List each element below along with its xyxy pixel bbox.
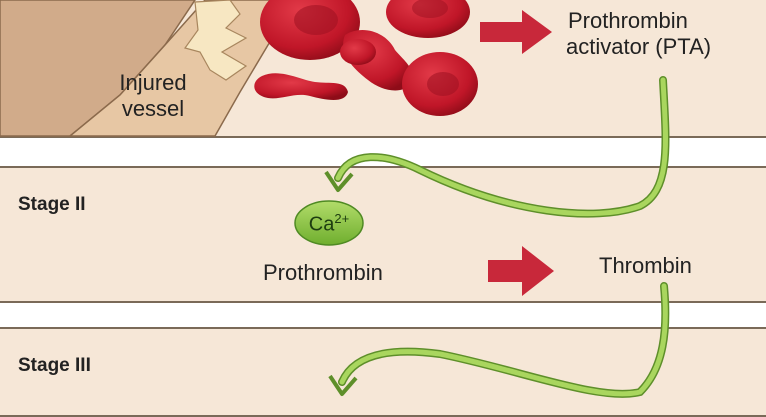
injured-vessel-label: Injured vessel xyxy=(108,70,198,122)
calcium-ion-badge xyxy=(294,200,364,246)
injured-vessel-label-line1: Injured xyxy=(119,70,187,95)
calcium-ion-label: Ca2+ xyxy=(289,211,369,237)
calcium-charge: 2+ xyxy=(334,211,350,226)
prothrombin-activator-label: Prothrombin activator (PTA) xyxy=(566,8,711,60)
stage-3-label: Stage III xyxy=(18,355,91,376)
pta-label-line2: activator (PTA) xyxy=(566,33,712,59)
stage-2-panel: Stage II xyxy=(0,166,766,303)
injured-vessel-illustration xyxy=(0,0,301,137)
stage-2-label: Stage II xyxy=(18,194,86,215)
calcium-symbol: Ca xyxy=(308,213,335,236)
diagram-artwork xyxy=(0,0,670,398)
injured-vessel-label-line2: vessel xyxy=(121,95,185,121)
red-blood-cells xyxy=(254,0,478,116)
green-arrow-pta-to-stage2 xyxy=(324,76,670,218)
pta-label-line1: Prothrombin xyxy=(568,8,688,33)
thrombin-label: Thrombin xyxy=(599,253,692,278)
red-arrow-pta xyxy=(480,10,552,54)
prothrombin-label: Prothrombin xyxy=(263,260,383,285)
green-arrow-thrombin-to-stage3 xyxy=(328,282,670,398)
red-arrow-thrombin xyxy=(488,246,554,296)
